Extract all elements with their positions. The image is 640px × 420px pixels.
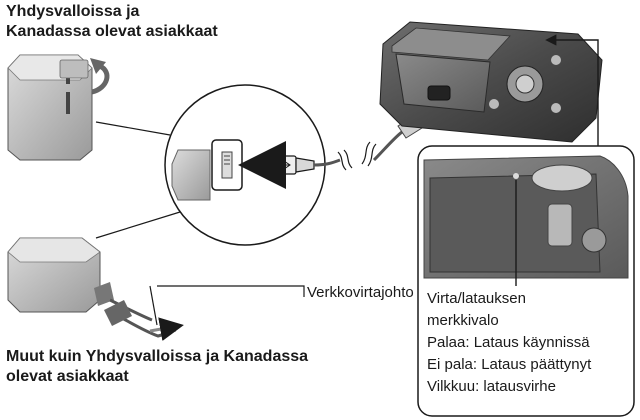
indicator-line5: Vilkkuu: latausvirhe (427, 378, 556, 395)
indicator-line3: Palaa: Lataus käynnissä (427, 334, 590, 351)
indicator-line2: merkkivalo (427, 312, 499, 329)
usb-cable (313, 158, 341, 167)
bottom-caption-line1: Muut kuin Yhdysvalloissa ja Kanadassa (6, 348, 309, 365)
ac-adapter-us-icon (7, 54, 93, 161)
usb-cable-camera (372, 130, 403, 162)
indicator-line1: Virta/latauksen (427, 290, 526, 307)
bottom-caption-line2: olevat asiakkaat (6, 368, 129, 385)
bottom-caption: Muut kuin Yhdysvalloissa ja Kanadassa ol… (6, 347, 308, 387)
cord-leader-a (149, 285, 158, 326)
rotate-arrow-head (90, 58, 106, 74)
camera-icon (379, 21, 603, 143)
callout-arrow-icon (545, 34, 599, 146)
top-caption-line1: Yhdysvalloissa ja (6, 3, 140, 20)
charge-lamp-icon (513, 173, 519, 179)
adapter-side-icon (171, 149, 211, 201)
cord-leader-line (157, 285, 305, 297)
indicator-label: Virta/latauksen merkkivalo Palaa: Lataus… (427, 288, 591, 398)
power-cord-label: Verkkovirtajohto (307, 284, 414, 301)
cord-plug-arrow (149, 317, 184, 341)
top-caption: Yhdysvalloissa ja Kanadassa olevat asiak… (6, 2, 218, 42)
top-caption-line2: Kanadassa olevat asiakkaat (6, 23, 218, 40)
indicator-line4: Ei pala: Lataus päättynyt (427, 356, 592, 373)
cord-plug (104, 300, 132, 326)
rotate-arrow-icon (91, 63, 110, 95)
ac-adapter-eu-icon (7, 237, 114, 313)
